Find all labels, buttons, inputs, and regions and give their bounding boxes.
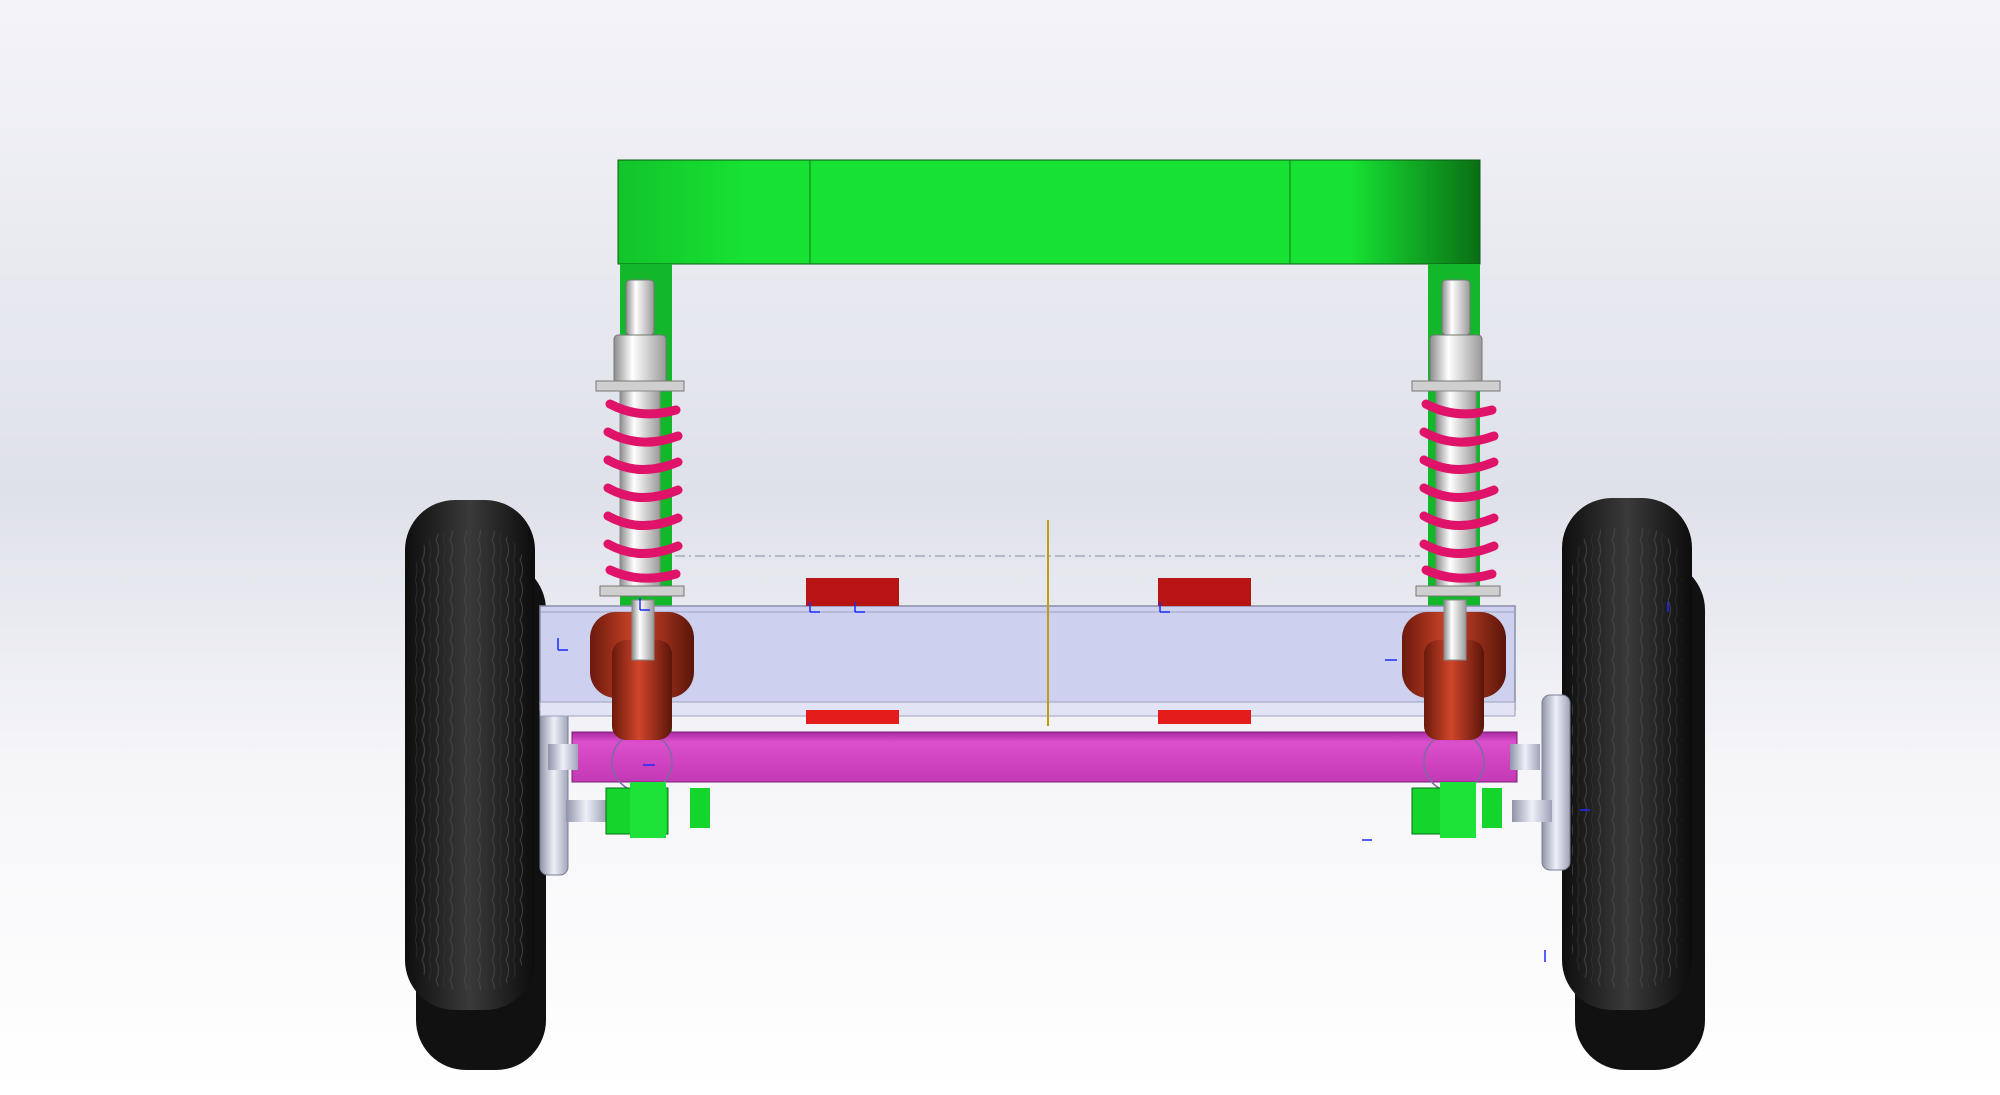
right-strut[interactable] <box>1402 279 1506 740</box>
left-strut[interactable] <box>590 279 694 740</box>
triad-axis-icon <box>557 598 1669 962</box>
lower-brackets[interactable] <box>566 782 1552 838</box>
mount-pads <box>806 578 1251 724</box>
coil-spring-icon <box>603 399 683 583</box>
crossmember[interactable] <box>539 555 1516 717</box>
axle-beam[interactable] <box>548 731 1540 793</box>
right-wheel[interactable] <box>1541 498 1705 1070</box>
